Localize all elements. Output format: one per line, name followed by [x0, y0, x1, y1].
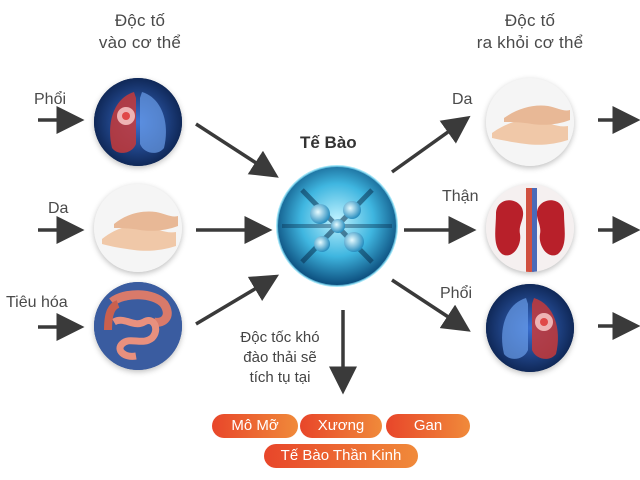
- site-pill-nerve-cell: Tế Bào Thần Kinh: [264, 444, 418, 468]
- output-label-lung: Phổi: [440, 285, 473, 302]
- site-pill-liver: Gan: [386, 414, 470, 438]
- output-lung-icon: [486, 284, 574, 372]
- hands-icon: [94, 184, 182, 272]
- arrow-digest-to-cell: [195, 274, 280, 326]
- output-hands-icon: [486, 78, 574, 166]
- cell-label: Tế Bào: [300, 133, 357, 152]
- site-pill-fat: Mô Mỡ: [212, 414, 298, 438]
- arrow-cell-to-skin: [390, 115, 471, 174]
- output-label-kidney: Thận: [442, 188, 479, 205]
- input-label-skin: Da: [48, 200, 69, 217]
- arrow-lung-to-cell: [195, 122, 279, 178]
- input-label-digestion: Tiêu hóa: [6, 294, 68, 311]
- toxins-out-heading: Độc tố ra khỏi cơ thể: [476, 11, 584, 52]
- kidney-icon: [486, 184, 574, 272]
- output-label-skin: Da: [452, 91, 473, 108]
- cell-icon: [272, 160, 402, 290]
- intestine-icon: [94, 282, 182, 370]
- lung-icon: [94, 78, 182, 166]
- arrow-cell-to-lung: [391, 278, 471, 332]
- toxins-in-heading: Độc tố vào cơ thể: [98, 11, 182, 52]
- site-pill-bone: Xương: [300, 414, 382, 438]
- input-label-lung: Phổi: [34, 91, 67, 108]
- accumulation-note: Độc tốc khó đào thải sẽ tích tụ tại: [240, 329, 320, 386]
